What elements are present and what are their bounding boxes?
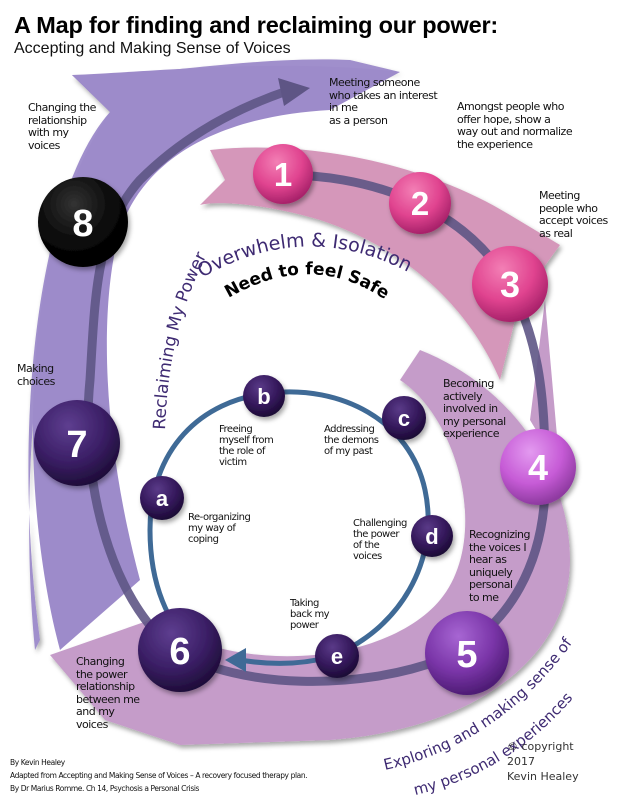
inner-step-c-description: Addressing the demons of my past — [324, 424, 379, 457]
inner-node-d: d — [411, 515, 453, 557]
step-node-2: 2 — [389, 172, 451, 234]
inner-ring-arrowhead — [225, 648, 246, 672]
inner-step-a-description: Re-organizing my way of coping — [188, 512, 251, 545]
page-title: A Map for finding and reclaiming our pow… — [14, 12, 499, 38]
svg-text:e: e — [331, 644, 343, 669]
svg-text:b: b — [257, 384, 270, 409]
step-3-description: Meeting people who accept voices as real — [539, 189, 608, 240]
inner-step-b-description: Freeing myself from the role of victim — [219, 424, 274, 468]
credit-source: Adapted from Accepting and Making Sense … — [10, 771, 308, 780]
step-node-5: 5 — [425, 611, 509, 695]
step-8-description: Changing the relationship with my voices — [28, 101, 96, 152]
inner-step-e-description: Taking back my power — [290, 598, 330, 631]
svg-text:1: 1 — [274, 156, 292, 193]
step-2-description: Amongst people who offer hope, show a wa… — [457, 100, 573, 151]
step-node-4: 4 — [500, 429, 576, 505]
svg-text:2: 2 — [411, 185, 429, 222]
inner-node-b: b — [243, 375, 285, 417]
svg-text:6: 6 — [169, 631, 190, 673]
step-node-6: 6 — [138, 608, 222, 692]
main-path-arrowhead — [278, 78, 310, 106]
svg-text:d: d — [425, 524, 438, 549]
step-node-8: 8 — [38, 177, 128, 267]
copyright-notice: © copyright 2017 Kevin Healey — [507, 740, 579, 783]
inner-node-e: e — [315, 634, 359, 678]
credit-author: By Kevin Healey — [10, 758, 65, 767]
svg-text:a: a — [156, 486, 169, 511]
svg-text:5: 5 — [456, 634, 477, 676]
svg-text:3: 3 — [500, 264, 520, 305]
step-4-description: Becoming actively involved in my persona… — [443, 377, 506, 440]
step-node-7: 7 — [34, 400, 120, 486]
inner-node-c: c — [382, 396, 426, 440]
step-6-description: Changing the power relationship between … — [76, 655, 140, 731]
step-node-3: 3 — [472, 246, 548, 322]
inner-step-d-description: Challenging the power of the voices — [353, 518, 407, 562]
step-node-1: 1 — [253, 144, 313, 204]
pink-band-overwhelm — [200, 147, 560, 380]
step-5-description: Recognizing the voices I hear as uniquel… — [469, 528, 531, 604]
svg-text:4: 4 — [528, 447, 548, 488]
page-subtitle: Accepting and Making Sense of Voices — [14, 40, 291, 57]
credit-reference: By Dr Marius Romme. Ch 14, Psychosis a P… — [10, 784, 200, 793]
svg-text:7: 7 — [66, 424, 87, 466]
svg-text:8: 8 — [72, 203, 93, 245]
step-1-description: Meeting someone who takes an interest in… — [329, 76, 438, 127]
lilac-band-tip — [530, 300, 560, 470]
step-7-description: Making choices — [17, 362, 55, 388]
arc-label-need-safe: Need to feel Safe — [221, 259, 392, 303]
svg-text:c: c — [398, 406, 410, 431]
inner-node-a: a — [140, 476, 184, 520]
arc-label-reclaiming: Reclaiming My Power — [150, 249, 211, 430]
